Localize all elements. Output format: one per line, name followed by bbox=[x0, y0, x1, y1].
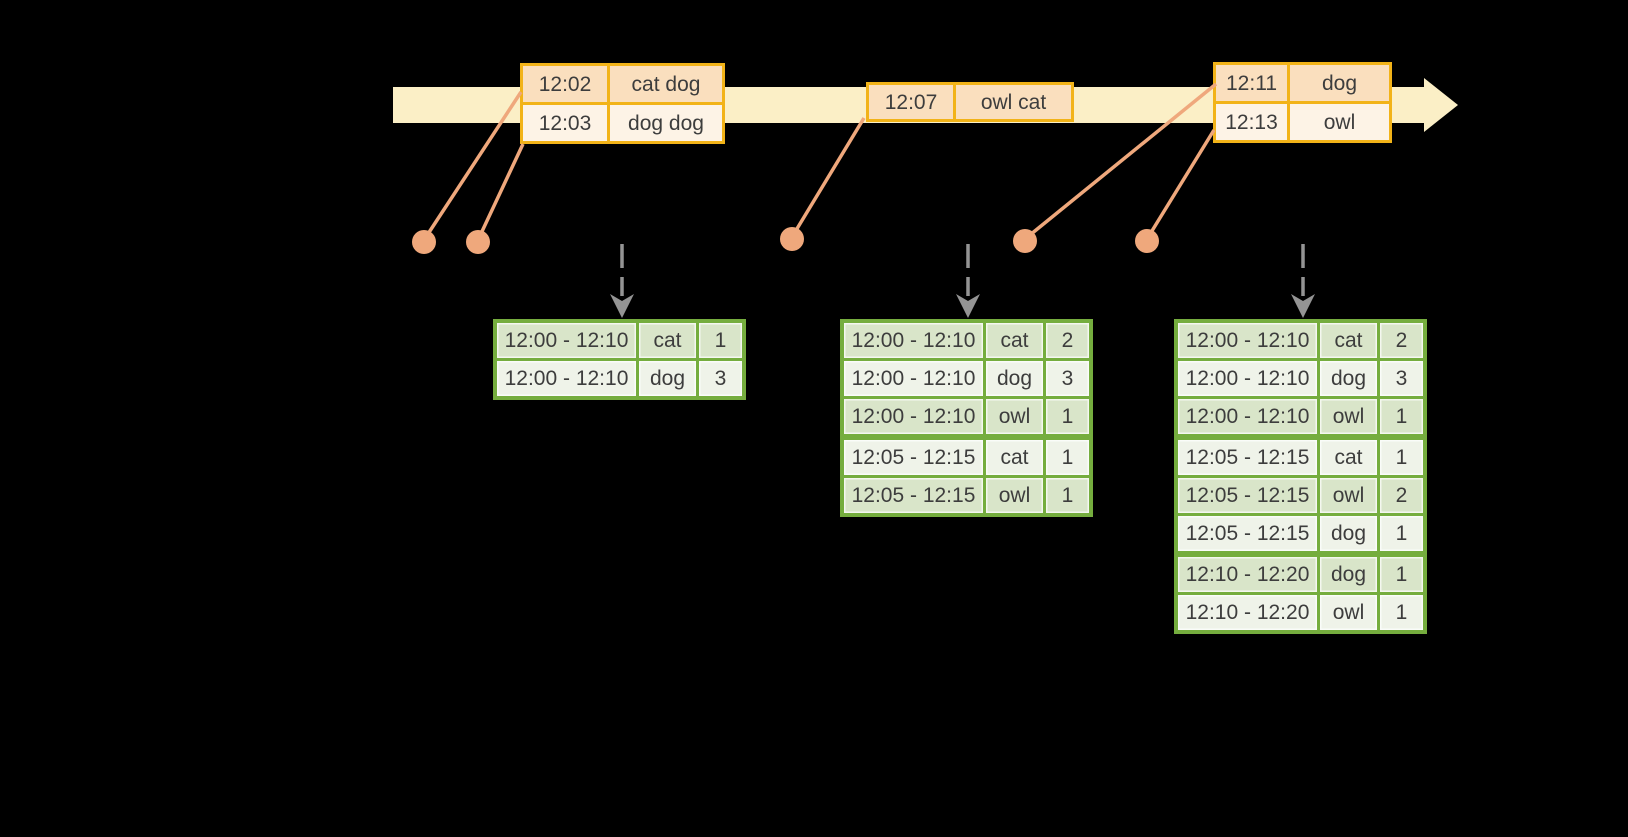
result-word: owl bbox=[983, 399, 1043, 434]
event-row: 12:11 dog bbox=[1216, 65, 1389, 101]
result-row: 12:10 - 12:20 dog 1 bbox=[1178, 551, 1423, 592]
result-row: 12:00 - 12:10 owl 1 bbox=[1178, 396, 1423, 434]
result-count: 1 bbox=[1377, 399, 1423, 434]
result-count: 3 bbox=[1377, 361, 1423, 396]
result-row: 12:00 - 12:10 dog 3 bbox=[1178, 358, 1423, 396]
event-time: 12:13 bbox=[1225, 110, 1278, 134]
timeline-arrowhead-icon bbox=[1424, 78, 1458, 132]
result-word: owl bbox=[1317, 478, 1377, 513]
result-window: 12:00 - 12:10 bbox=[1178, 323, 1317, 358]
result-word: cat bbox=[1317, 440, 1377, 475]
event-dot bbox=[1013, 229, 1037, 253]
result-count: 1 bbox=[1377, 595, 1423, 630]
result-count: 2 bbox=[1043, 323, 1089, 358]
result-word: owl bbox=[1317, 399, 1377, 434]
result-window: 12:00 - 12:10 bbox=[844, 399, 983, 434]
result-word: owl bbox=[1317, 595, 1377, 630]
result-word: cat bbox=[983, 440, 1043, 475]
result-window: 12:00 - 12:10 bbox=[844, 361, 983, 396]
result-row: 12:05 - 12:15 owl 1 bbox=[844, 475, 1089, 513]
event-connector-line bbox=[790, 117, 866, 238]
event-table-3: 12:11 dog 12:13 owl bbox=[1213, 62, 1392, 143]
result-window: 12:00 - 12:10 bbox=[1178, 399, 1317, 434]
trigger-arrowhead-icon bbox=[610, 294, 634, 318]
event-row: 12:13 owl bbox=[1216, 101, 1389, 140]
event-time: 12:02 bbox=[538, 72, 592, 96]
result-row: 12:10 - 12:20 owl 1 bbox=[1178, 592, 1423, 630]
result-window: 12:00 - 12:10 bbox=[844, 323, 983, 358]
result-table-2: 12:00 - 12:10 cat 2 12:00 - 12:10 dog 3 … bbox=[840, 319, 1093, 517]
result-window: 12:00 - 12:10 bbox=[497, 361, 636, 396]
trigger-arrowhead-icon bbox=[1291, 294, 1315, 318]
result-count: 1 bbox=[1043, 478, 1089, 513]
event-words: cat dog bbox=[607, 66, 722, 102]
result-row: 12:00 - 12:10 cat 2 bbox=[1178, 323, 1423, 358]
event-dot bbox=[780, 227, 804, 251]
result-window: 12:05 - 12:15 bbox=[1178, 516, 1317, 551]
result-window: 12:05 - 12:15 bbox=[844, 440, 983, 475]
event-row: 12:03 dog dog bbox=[523, 102, 722, 141]
result-window: 12:05 - 12:15 bbox=[1178, 478, 1317, 513]
event-connector-line bbox=[1145, 129, 1216, 240]
result-count: 3 bbox=[1043, 361, 1089, 396]
result-word: cat bbox=[983, 323, 1043, 358]
result-window: 12:10 - 12:20 bbox=[1178, 557, 1317, 592]
result-row: 12:05 - 12:15 owl 2 bbox=[1178, 475, 1423, 513]
result-window: 12:00 - 12:10 bbox=[497, 323, 636, 358]
trigger-arrowhead-icon bbox=[956, 294, 980, 318]
event-time: 12:07 bbox=[884, 90, 938, 114]
result-count: 1 bbox=[1377, 440, 1423, 475]
result-row: 12:00 - 12:10 cat 2 bbox=[844, 323, 1089, 358]
result-row: 12:00 - 12:10 cat 1 bbox=[497, 323, 742, 358]
result-word: cat bbox=[1317, 323, 1377, 358]
event-table-2: 12:07 owl cat bbox=[866, 82, 1074, 122]
event-words: owl cat bbox=[953, 85, 1071, 119]
event-dot bbox=[412, 230, 436, 254]
event-words: dog bbox=[1287, 65, 1389, 101]
result-count: 1 bbox=[1043, 399, 1089, 434]
result-word: owl bbox=[983, 478, 1043, 513]
event-table-1: 12:02 cat dog 12:03 dog dog bbox=[520, 63, 725, 144]
result-window: 12:05 - 12:15 bbox=[844, 478, 983, 513]
result-row: 12:05 - 12:15 dog 1 bbox=[1178, 513, 1423, 551]
result-row: 12:00 - 12:10 dog 3 bbox=[844, 358, 1089, 396]
result-window: 12:05 - 12:15 bbox=[1178, 440, 1317, 475]
event-row: 12:02 cat dog bbox=[523, 66, 722, 102]
result-count: 3 bbox=[696, 361, 742, 396]
result-word: cat bbox=[636, 323, 696, 358]
result-word: dog bbox=[1317, 557, 1377, 592]
result-row: 12:00 - 12:10 owl 1 bbox=[844, 396, 1089, 434]
result-window: 12:10 - 12:20 bbox=[1178, 595, 1317, 630]
result-count: 2 bbox=[1377, 323, 1423, 358]
result-row: 12:05 - 12:15 cat 1 bbox=[1178, 434, 1423, 475]
event-time: 12:11 bbox=[1226, 71, 1277, 95]
event-dot bbox=[466, 230, 490, 254]
event-row: 12:07 owl cat bbox=[869, 85, 1071, 119]
result-row: 12:00 - 12:10 dog 3 bbox=[497, 358, 742, 396]
result-word: dog bbox=[1317, 361, 1377, 396]
result-table-1: 12:00 - 12:10 cat 1 12:00 - 12:10 dog 3 bbox=[493, 319, 746, 400]
result-table-3: 12:00 - 12:10 cat 2 12:00 - 12:10 dog 3 … bbox=[1174, 319, 1427, 634]
result-word: dog bbox=[1317, 516, 1377, 551]
result-count: 1 bbox=[696, 323, 742, 358]
result-count: 1 bbox=[1377, 557, 1423, 592]
event-time: 12:03 bbox=[538, 111, 592, 135]
event-dot bbox=[1135, 229, 1159, 253]
result-count: 1 bbox=[1043, 440, 1089, 475]
result-count: 2 bbox=[1377, 478, 1423, 513]
result-word: dog bbox=[636, 361, 696, 396]
result-word: dog bbox=[983, 361, 1043, 396]
result-row: 12:05 - 12:15 cat 1 bbox=[844, 434, 1089, 475]
event-words: owl bbox=[1287, 104, 1389, 140]
result-window: 12:00 - 12:10 bbox=[1178, 361, 1317, 396]
event-connector-line bbox=[476, 143, 525, 241]
event-words: dog dog bbox=[607, 105, 722, 141]
result-count: 1 bbox=[1377, 516, 1423, 551]
